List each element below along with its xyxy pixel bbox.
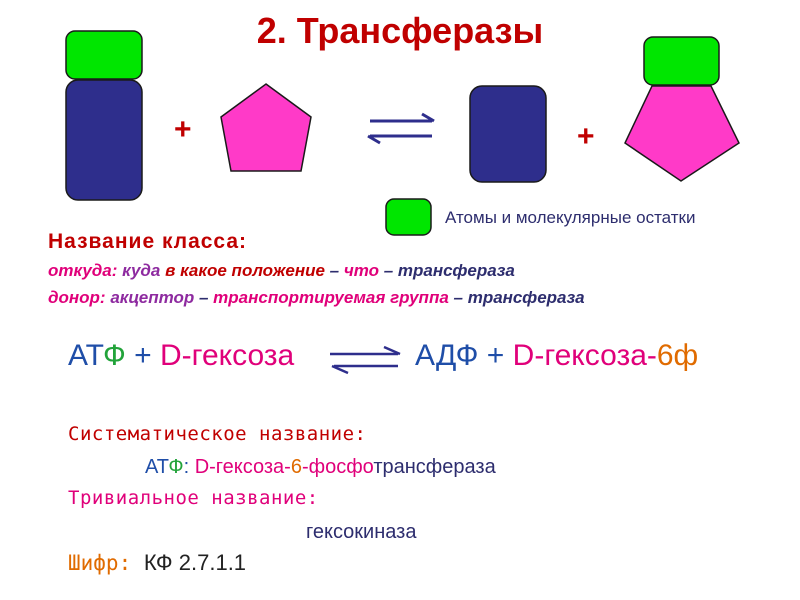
cipher-line: Шифр: КФ 2.7.1.1: [68, 550, 246, 576]
text-segment: -: [301, 456, 309, 478]
text-segment: что: [343, 261, 380, 280]
text-segment: куда: [122, 261, 161, 280]
text-segment: акцептор: [110, 288, 195, 307]
text-segment: +: [125, 339, 161, 372]
systematic-name-value: АТФ: D-гексоза-6-фосфотрансфераза: [145, 456, 496, 479]
equation-equilibrium-arrows: [330, 345, 401, 375]
donor-block-left: [65, 79, 143, 201]
text-segment: трансфераза: [373, 456, 496, 478]
page-title: 2. Трансферазы: [256, 10, 544, 51]
text-segment: D-гексоза-: [194, 456, 291, 478]
text-segment: –: [324, 261, 344, 280]
legend-label: Атомы и молекулярные остатки: [445, 208, 696, 227]
cipher-value: КФ 2.7.1.1: [143, 550, 247, 575]
naming-rule-line-2: донор: акцептор – транспортируемая групп…: [48, 288, 585, 308]
text-segment: 6: [290, 456, 302, 478]
text-segment: – трансфераза: [379, 261, 515, 280]
trivial-name-value: гексокиназа: [306, 521, 417, 543]
plus-sign-right: +: [577, 120, 595, 153]
trivial-name-label: Тривиальное название:: [68, 487, 319, 509]
cipher-label: Шифр:: [68, 551, 144, 575]
legend-swatch: [385, 198, 432, 236]
transfer-group-block-right: [643, 36, 720, 86]
equation-right-side: АДФ + D-гексоза-6ф: [415, 339, 698, 373]
text-segment: АТ: [145, 456, 169, 478]
equation-left-side: АТФ + D-гексоза: [68, 339, 294, 373]
text-segment: транспортируемая группа: [213, 288, 449, 307]
text-segment: в какое положение: [160, 261, 325, 280]
text-segment: –: [194, 288, 214, 307]
donor-block-right: [469, 85, 547, 183]
text-segment: донор:: [48, 288, 111, 307]
text-segment: фосфо: [308, 456, 374, 478]
text-segment: Ф: [168, 456, 184, 478]
text-segment: АДФ +: [415, 339, 513, 372]
plus-sign-left: +: [174, 113, 192, 146]
text-segment: Ф: [103, 339, 126, 372]
acceptor-pentagon-right: [624, 85, 740, 182]
text-segment: 6ф: [656, 339, 699, 372]
equilibrium-arrows: [367, 112, 435, 145]
text-segment: D-гексоза: [160, 339, 295, 372]
text-segment: – трансфераза: [448, 288, 585, 307]
acceptor-pentagon-left: [220, 83, 312, 172]
text-segment: D-гексоза-: [512, 339, 657, 372]
text-segment: АТ: [68, 339, 103, 372]
transfer-group-block-left: [65, 30, 143, 80]
text-segment: откуда:: [48, 261, 123, 280]
systematic-name-label: Систематическое название:: [68, 423, 367, 445]
class-name-heading: Название класса:: [48, 230, 248, 253]
naming-rule-line-1: откуда: куда в какое положение – что – т…: [48, 261, 515, 281]
text-segment: :: [183, 456, 195, 478]
